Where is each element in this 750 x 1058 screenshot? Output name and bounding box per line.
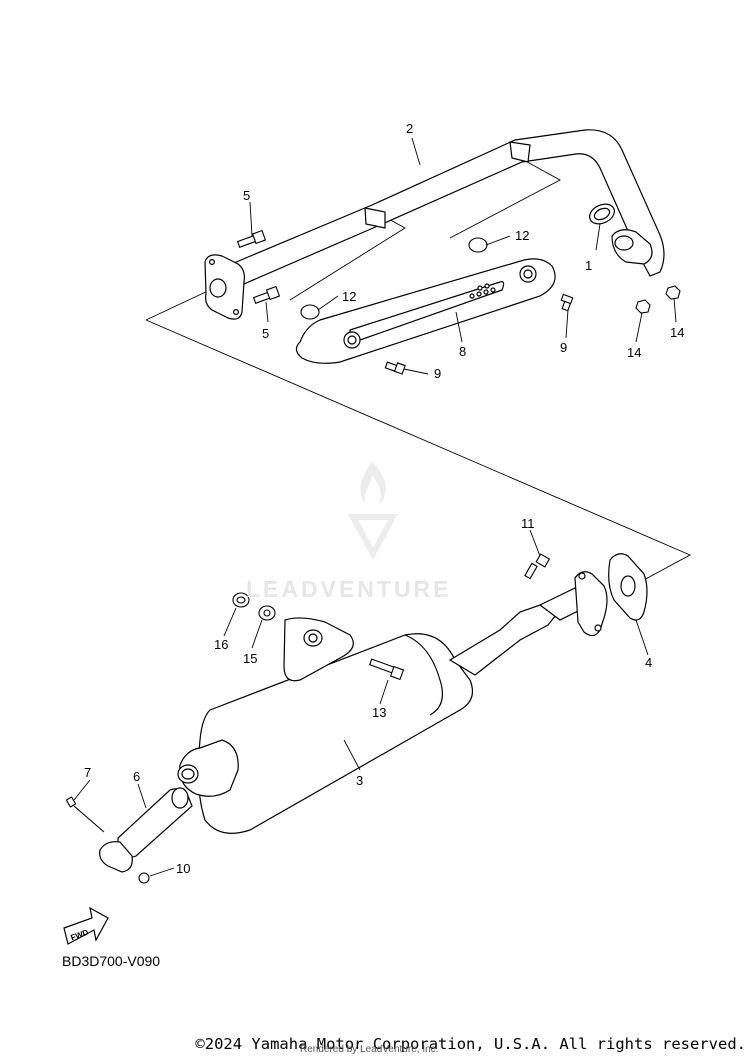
nut-10: [138, 872, 150, 884]
nut-14-left: [635, 299, 651, 314]
callout-12-left: 12: [342, 289, 356, 304]
leadventure-logo-watermark: [348, 462, 398, 560]
callout-7: 7: [84, 765, 91, 780]
callout-14-left: 14: [627, 345, 641, 360]
copyright-notice: ©2024 Yamaha Motor Corporation, U.S.A. A…: [195, 1035, 746, 1053]
bolt-11: [524, 553, 551, 580]
callout-5-lower: 5: [262, 326, 269, 341]
callout-5-upper: 5: [243, 188, 250, 203]
callout-2: 2: [406, 121, 413, 136]
callout-10: 10: [176, 861, 190, 876]
watermark-text: LEADVENTURE: [246, 576, 452, 602]
callout-labels: 1 2 3 4 5 5 6 7 8 9 9 10 11 12 12 13 14 …: [84, 121, 684, 876]
pipe-joint: [611, 229, 653, 265]
bolt-5-upper: [236, 229, 267, 248]
vent-holes: [469, 283, 496, 299]
diagram-code: BD3D700-V090: [62, 953, 161, 969]
gasket-4: [608, 553, 648, 621]
callout-11: 11: [521, 516, 535, 531]
nut-16: [232, 592, 250, 608]
bolt-5-lower: [252, 285, 281, 304]
callout-9-right: 9: [560, 340, 567, 355]
exhaust-pipe-upper: [204, 129, 665, 320]
gasket-1: [589, 203, 615, 225]
callout-13: 13: [372, 705, 386, 720]
bolt-9-left: [384, 361, 406, 375]
callout-9-left: 9: [434, 366, 441, 381]
bolt-13: [368, 658, 405, 681]
tail-pipe-6: [99, 787, 193, 873]
nut-14-right: [665, 285, 681, 300]
washer-12-right: [468, 237, 488, 253]
callout-14-right: 14: [670, 325, 684, 340]
callout-1: 1: [585, 258, 592, 273]
washer-12-left: [300, 304, 320, 320]
callout-8: 8: [459, 344, 466, 359]
callout-6: 6: [133, 769, 140, 784]
muffler-3: [177, 587, 602, 834]
reference-lines: [145, 157, 692, 583]
callout-12-right: 12: [515, 228, 529, 243]
callout-3: 3: [356, 773, 363, 788]
callout-16: 16: [214, 637, 228, 652]
fwd-arrow-icon: FWD: [63, 906, 109, 945]
callout-15: 15: [243, 651, 257, 666]
washer-15: [258, 605, 276, 621]
bolt-7: [65, 796, 105, 833]
muffler-front-flange: [574, 571, 608, 637]
callout-4: 4: [645, 655, 652, 670]
bolt-9-right: [560, 293, 574, 312]
rendered-by-notice: Rendered by LeadVenture, Inc.: [300, 1044, 439, 1055]
heat-protector-8: [295, 258, 556, 364]
leader-lines: [73, 137, 677, 877]
